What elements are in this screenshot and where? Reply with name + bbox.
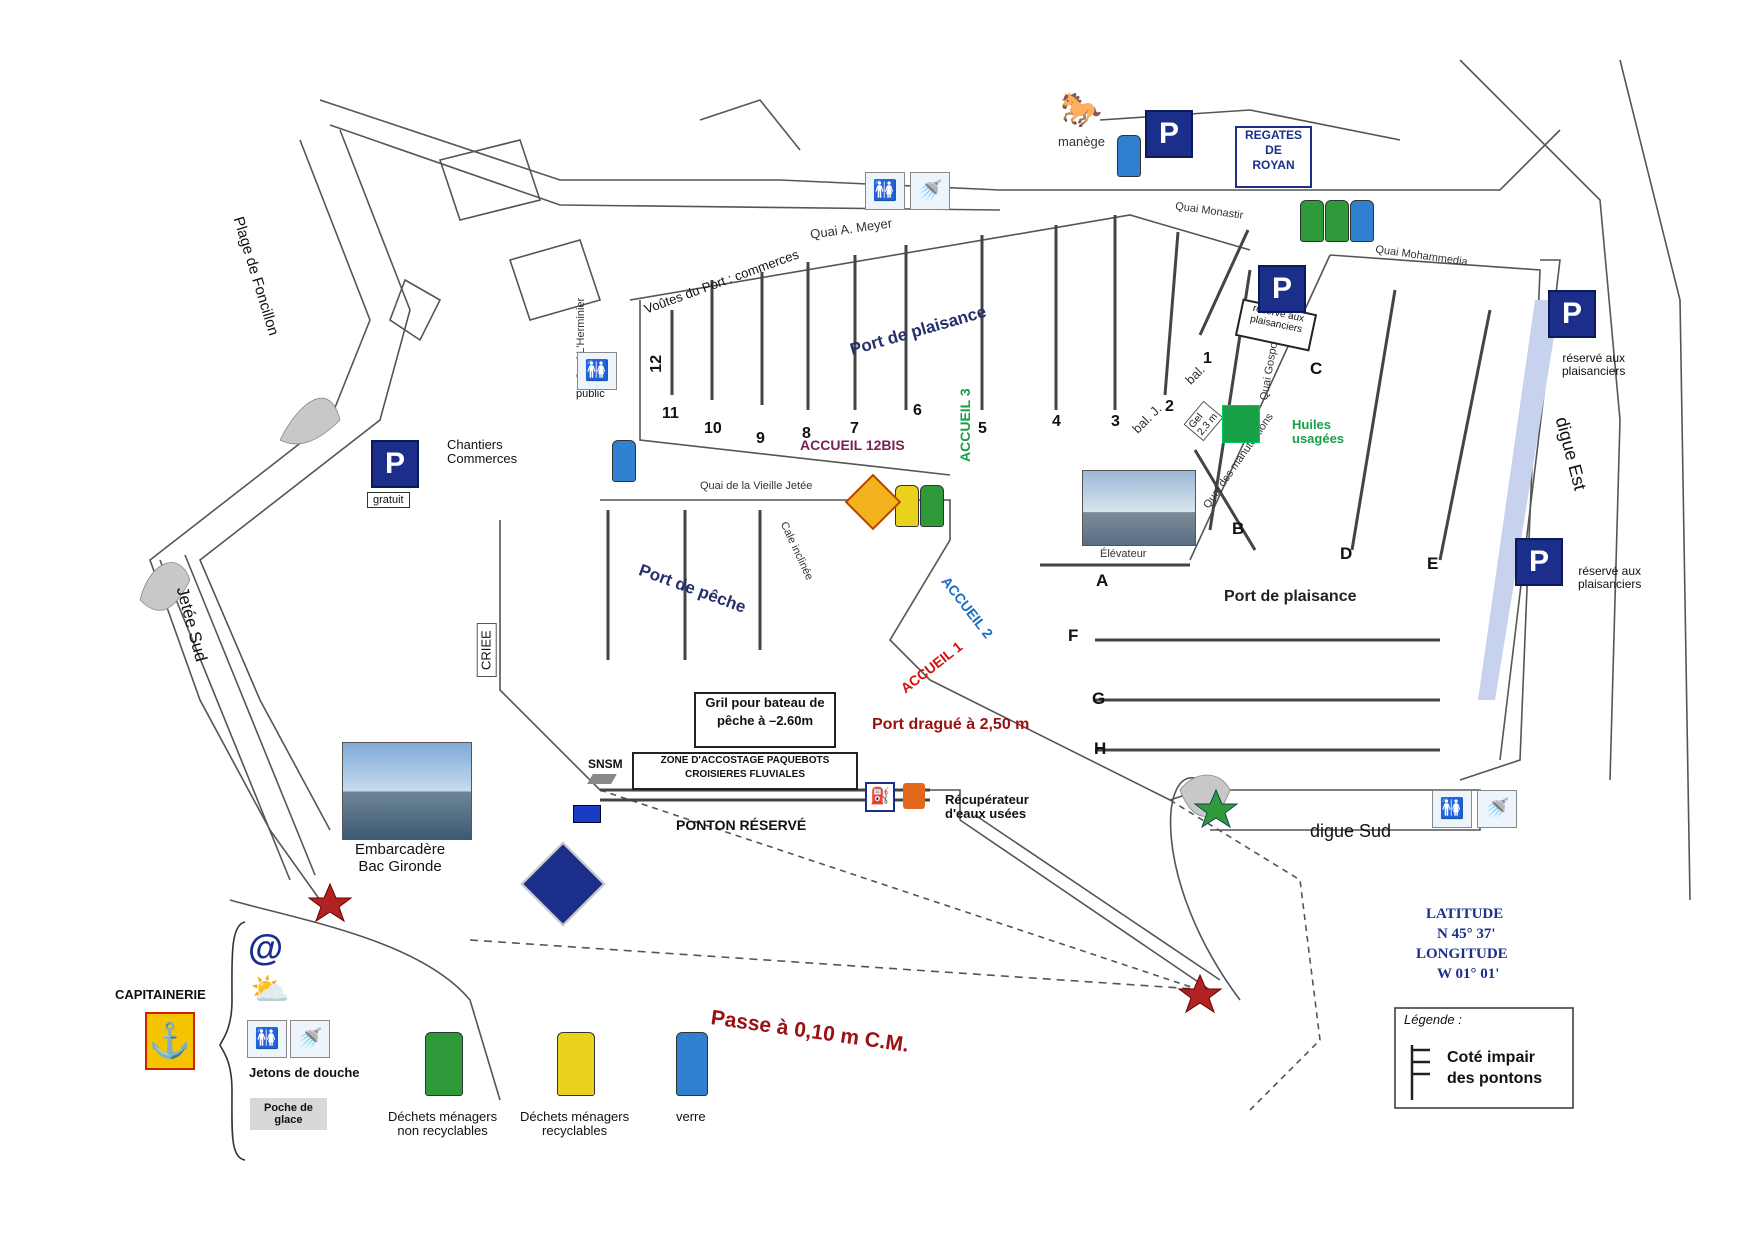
recycling-bin-icon (1350, 200, 1374, 242)
longitude-title: LONGITUDE (1416, 946, 1508, 962)
snsm-label: SNSM (588, 757, 623, 771)
recycling-bin-icon (895, 485, 919, 527)
pontoon-5-label: 5 (978, 420, 987, 437)
pontoon-H-label: H (1094, 739, 1107, 758)
recycling-bin-icon (920, 485, 944, 527)
pontoon-2-label: 2 (1165, 398, 1174, 415)
shower-icon: 🚿 (910, 172, 950, 210)
oil-icon (1222, 405, 1260, 443)
recycling-bin-icon (1300, 200, 1324, 242)
recycling-bin-icon (1325, 200, 1349, 242)
latitude-title: LATITUDE (1426, 906, 1504, 922)
recuperateur-label: Récupérateur d'eaux usées (945, 792, 1029, 822)
pontoon-E-label: E (1427, 554, 1439, 573)
ferry-photo (342, 742, 472, 840)
digue-sud-label: digue Sud (1310, 821, 1392, 841)
toilet-icon: 🚻 (865, 172, 905, 210)
gratuit-label: gratuit (367, 492, 410, 509)
quai-vieille-jetee-label: Quai de la Vieille Jetée (700, 480, 813, 492)
public-label: public (576, 388, 605, 400)
weather-icon: ⛅ (250, 971, 290, 1007)
zone-box: ZONE D'ACCOSTAGE PAQUEBOTS CROISIERES FL… (632, 752, 858, 790)
port-plaisance-label-2: Port de plaisance (1224, 588, 1357, 605)
criee-label: CRIEE (476, 623, 498, 678)
star-marker-icon (1193, 788, 1239, 829)
toilet-icon: 🚻 (247, 1020, 287, 1058)
gril-box: Gril pour bateau de pêche à –2.60m (694, 692, 836, 748)
parking-icon: P (1515, 538, 1563, 586)
huiles-label: Huiles usagées (1292, 417, 1345, 447)
pontoon-12-label: 12 (648, 354, 666, 373)
accueil-12bis-label: ACCUEIL 12BIS (800, 437, 905, 453)
at-icon: @ (248, 927, 284, 968)
toilet-icon: 🚻 (1432, 790, 1472, 828)
pontoon-11-label: 11 (662, 405, 679, 422)
capitainerie-label: CAPITAINERIE (115, 987, 206, 1002)
fuel-icon: ⛽ (865, 782, 895, 812)
toilet-icon: 🚻 (577, 352, 617, 390)
legend-text: Coté impair des pontons (1447, 1049, 1543, 1087)
recycling-bin-icon (1117, 135, 1141, 177)
reserve-right2: réservé aux plaisanciers (1578, 564, 1642, 592)
pontoon-9-label: 9 (756, 430, 765, 447)
pontoon-1-label: 1 (1203, 350, 1212, 367)
recycling-bin-icon (676, 1032, 708, 1096)
longitude-value: W 01° 01' (1437, 966, 1500, 982)
glace-label: Poche de glace (250, 1098, 327, 1131)
shower-icon: 🚿 (290, 1020, 330, 1058)
elevator-photo (1082, 470, 1196, 546)
pontoon-C-label: C (1310, 359, 1323, 378)
star-marker-icon (307, 882, 353, 923)
recycling-bin-icon (425, 1032, 463, 1096)
star-marker-icon (1177, 973, 1223, 1014)
pontoon-8-label: 8 (802, 425, 811, 442)
ponton-reserve-label: PONTON RÉSERVÉ (676, 817, 807, 833)
pontoon-A-label: A (1096, 571, 1109, 590)
dechets-non-label: Déchets ménagers non recyclables (388, 1109, 498, 1139)
dechets-rec-label: Déchets ménagers recyclables (520, 1109, 630, 1139)
elevateur-label: Élévateur (1100, 548, 1147, 560)
embarcadere-label: Embarcadère Bac Gironde (355, 841, 446, 875)
parking-icon: P (1145, 110, 1193, 158)
pontoon-3-label: 3 (1111, 413, 1120, 430)
pontoon-6-label: 6 (913, 402, 922, 419)
parking-icon: P (1258, 265, 1306, 313)
jetons-label: Jetons de douche (249, 1065, 360, 1080)
parking-icon: P (1548, 290, 1596, 338)
chantiers-label: Chantiers Commerces (447, 437, 518, 467)
pontoon-7-label: 7 (850, 420, 859, 437)
shower-icon: 🚿 (1477, 790, 1517, 828)
manege-label: manège (1058, 134, 1105, 149)
anchor-icon: ⚓ (145, 1012, 195, 1070)
horse-icon: 🐎 (1060, 91, 1103, 129)
parking-icon: P (371, 440, 419, 488)
recycling-bin-icon (557, 1032, 595, 1096)
pontoon-10-label: 10 (704, 420, 722, 437)
pontoon-F-label: F (1068, 626, 1079, 645)
pontoon-4-label: 4 (1052, 413, 1061, 430)
pontoon-B-label: B (1232, 519, 1245, 538)
reserve-right1: réservé aux plaisanciers (1562, 351, 1626, 379)
wastewater-icon (903, 783, 925, 809)
pontoon-G-label: G (1092, 689, 1106, 708)
regates-box: REGATES DE ROYAN (1235, 126, 1312, 188)
blue-box-icon (573, 805, 601, 823)
latitude-value: N 45° 37' (1437, 926, 1496, 942)
accueil-3-label: ACCUEIL 3 (957, 388, 973, 462)
recycling-bin-icon (612, 440, 636, 482)
pontoon-D-label: D (1340, 544, 1353, 563)
legend-title: Légende : (1404, 1012, 1462, 1027)
port-drague-label: Port dragué à 2,50 m (872, 716, 1030, 733)
verre-label: verre (676, 1109, 706, 1124)
